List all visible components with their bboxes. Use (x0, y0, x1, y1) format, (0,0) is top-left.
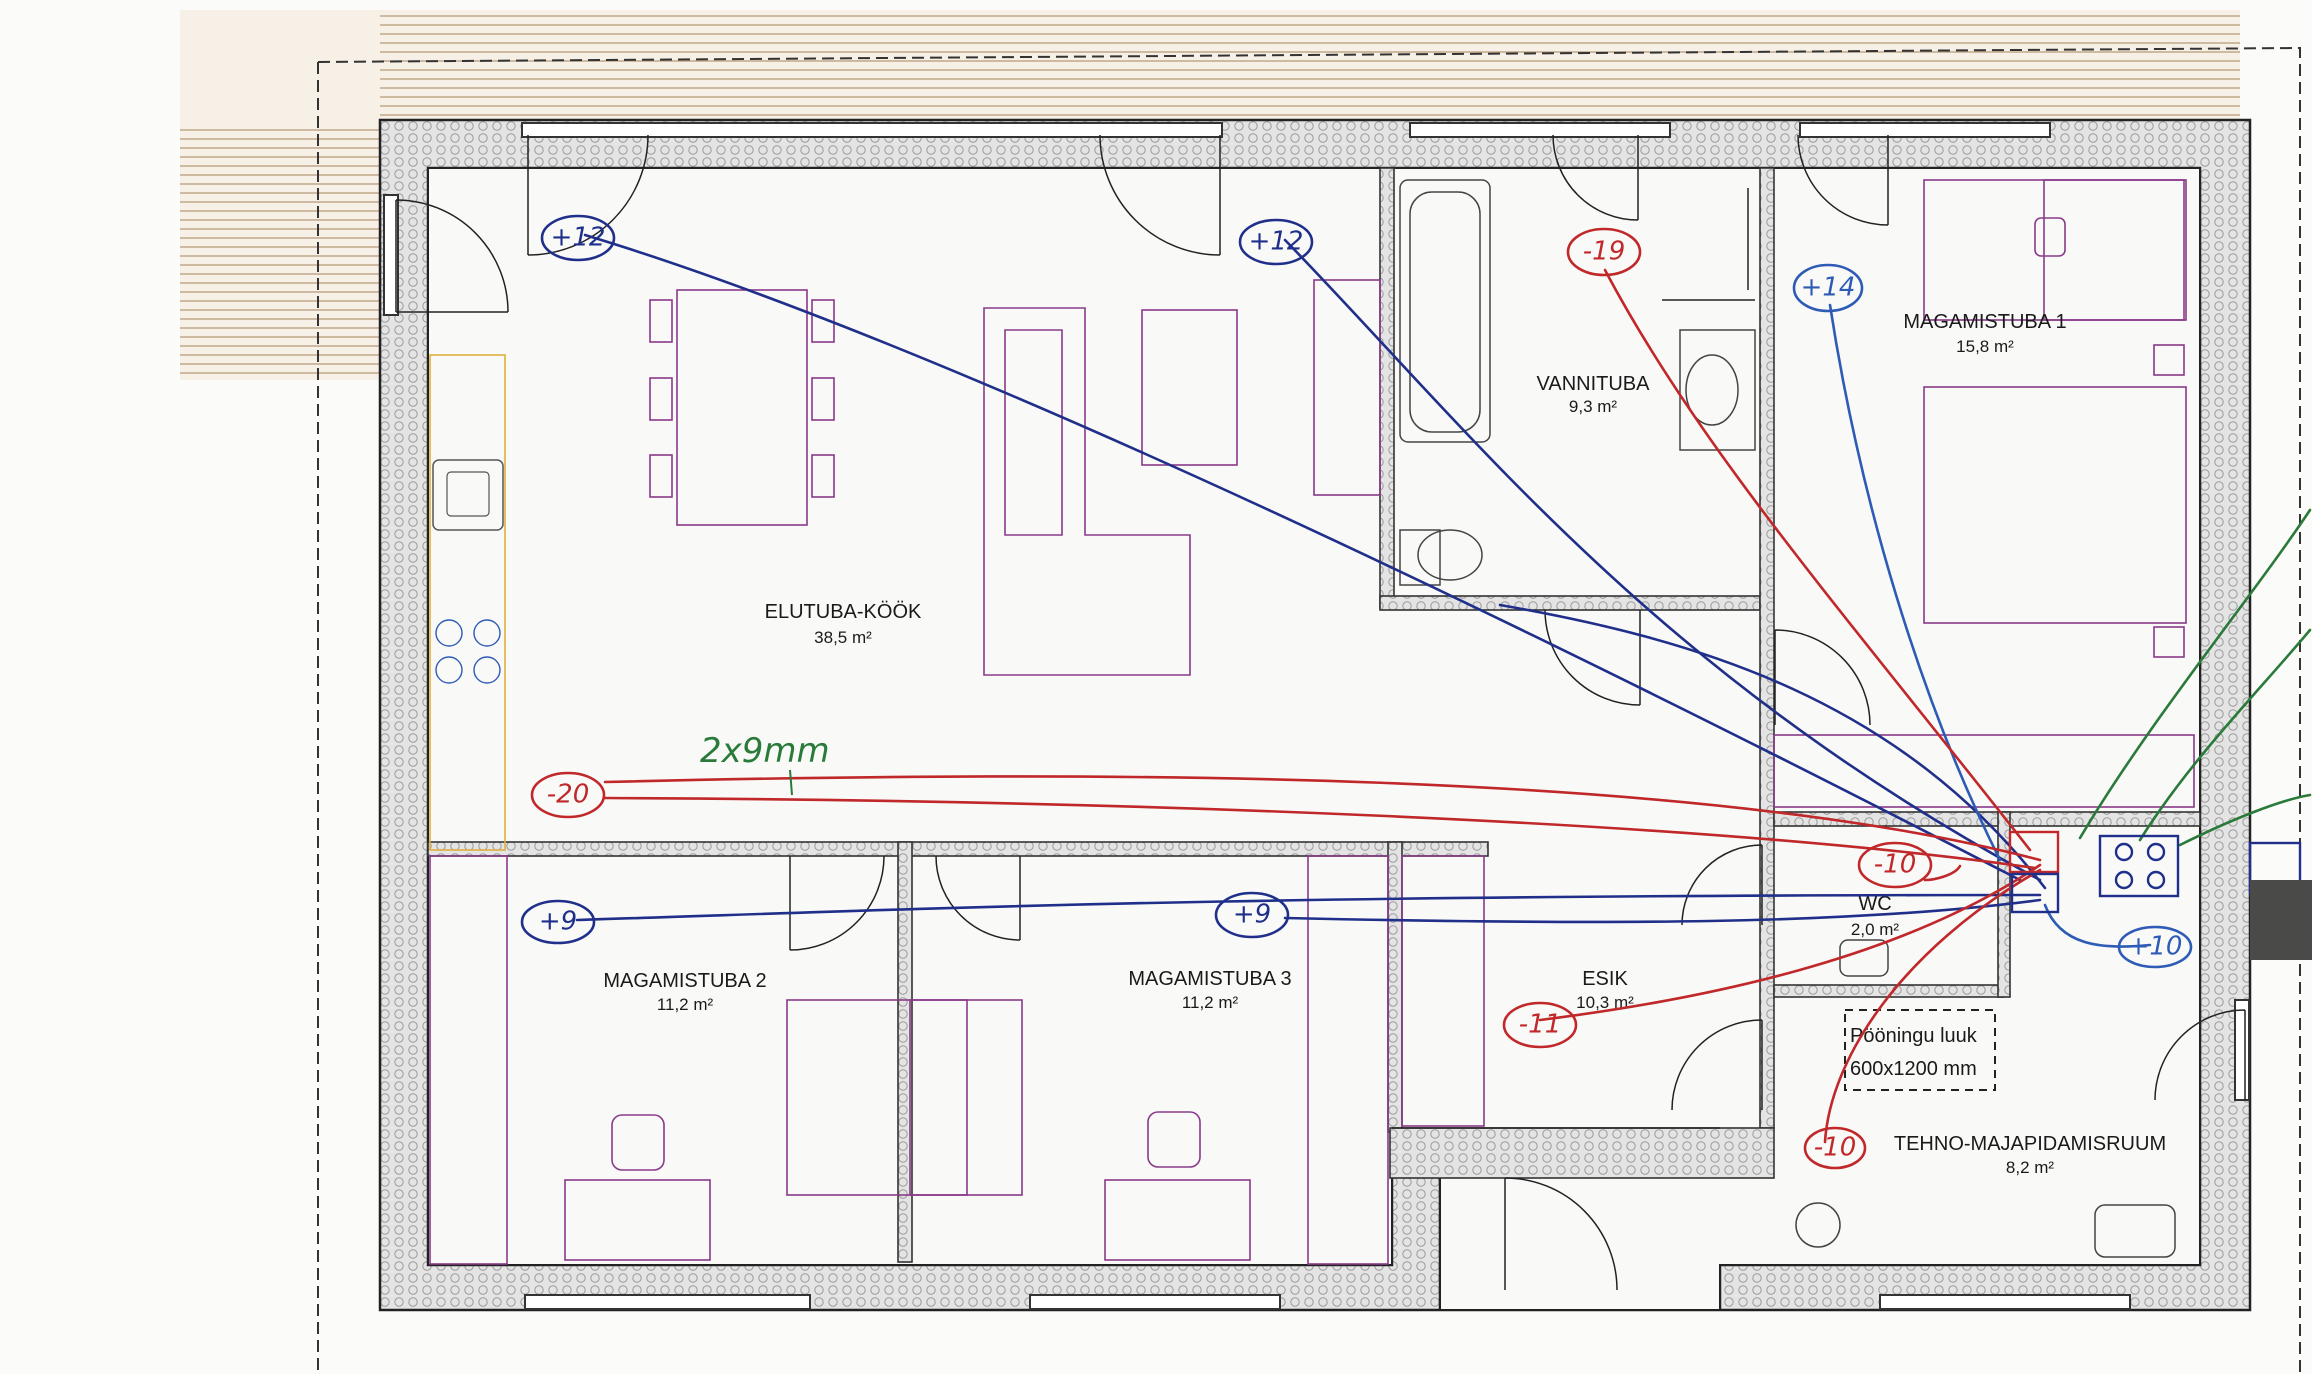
doors (395, 134, 2246, 1291)
hatch-line-2: 600x1200 mm (1850, 1058, 1977, 1080)
flow-marker: -19 (1566, 227, 1642, 277)
room-name-wc: WC (1858, 893, 1891, 915)
room-area-vannituba: 9,3 m² (1569, 397, 1618, 416)
svg-text:+14: +14 (1801, 273, 1856, 303)
svg-text:+10: +10 (2128, 932, 2183, 962)
room-area-esik: 10,3 m² (1576, 993, 1634, 1012)
room-name-magamistuba-2: MAGAMISTUBA 2 (603, 970, 766, 992)
room-name-vannituba: VANNITUBA (1537, 373, 1651, 395)
flow-marker: +14 (1792, 263, 1864, 313)
room-name-elutuba: ELUTUBA-KÖÖK (765, 601, 922, 623)
room-area-magamistuba-1: 15,8 m² (1956, 337, 2014, 356)
attic-hatch: Pööningu luuk 600x1200 mm (1844, 1009, 1996, 1091)
terrace-deck (180, 10, 2240, 380)
flow-marker: +9 (520, 899, 596, 945)
svg-text:-20: -20 (547, 780, 589, 810)
flow-markers: +12 +12 -19 +14 -20 +9 +9 -10 +10 -11 -1… (520, 214, 2193, 1170)
ventilation-ducts (575, 233, 2312, 1144)
windows (383, 122, 2250, 1310)
exterior-walls (378, 118, 2252, 1312)
hatch-line-1: Pööningu luuk (1850, 1025, 1978, 1047)
svg-text:-10: -10 (1874, 850, 1916, 880)
room-name-esik: ESIK (1582, 968, 1628, 990)
flow-marker: +12 (540, 214, 616, 262)
room-area-tehno: 8,2 m² (2006, 1158, 2055, 1177)
room-area-magamistuba-2: 11,2 m² (657, 995, 714, 1014)
room-name-magamistuba-3: MAGAMISTUBA 3 (1128, 968, 1291, 990)
room-area-magamistuba-3: 11,2 m² (1182, 993, 1239, 1012)
room-labels: ELUTUBA-KÖÖK 38,5 m² VANNITUBA 9,3 m² MA… (603, 311, 2166, 1177)
pipe-note: 2x9mm (700, 731, 830, 771)
flow-marker: -10 (1857, 841, 1933, 889)
svg-text:+9: +9 (539, 907, 577, 937)
flow-marker: -20 (530, 771, 606, 819)
bathroom-fixtures (1399, 179, 2176, 1258)
svg-text:+9: +9 (1233, 900, 1271, 930)
detail-lines (1392, 188, 1755, 1129)
flow-marker: -10 (1803, 1126, 1867, 1170)
kitchen-counter (429, 354, 506, 851)
room-area-wc: 2,0 m² (1851, 920, 1900, 939)
svg-text:-19: -19 (1583, 237, 1625, 267)
flow-marker: -11 (1502, 1001, 1578, 1049)
svg-text:+12: +12 (1249, 227, 1304, 257)
room-name-tehno: TEHNO-MAJAPIDAMISRUUM (1894, 1133, 2166, 1155)
flow-marker: +10 (2117, 925, 2193, 969)
hrv-manifold (2008, 830, 2312, 960)
room-name-magamistuba-1: MAGAMISTUBA 1 (1903, 311, 2066, 333)
svg-text:-10: -10 (1814, 1133, 1856, 1163)
svg-text:+12: +12 (551, 223, 606, 253)
svg-text:-11: -11 (1519, 1010, 1561, 1040)
flow-marker: +12 (1238, 218, 1314, 266)
room-area-elutuba: 38,5 m² (814, 628, 872, 647)
furniture (429, 179, 2195, 1265)
flow-marker: +9 (1214, 891, 1290, 939)
